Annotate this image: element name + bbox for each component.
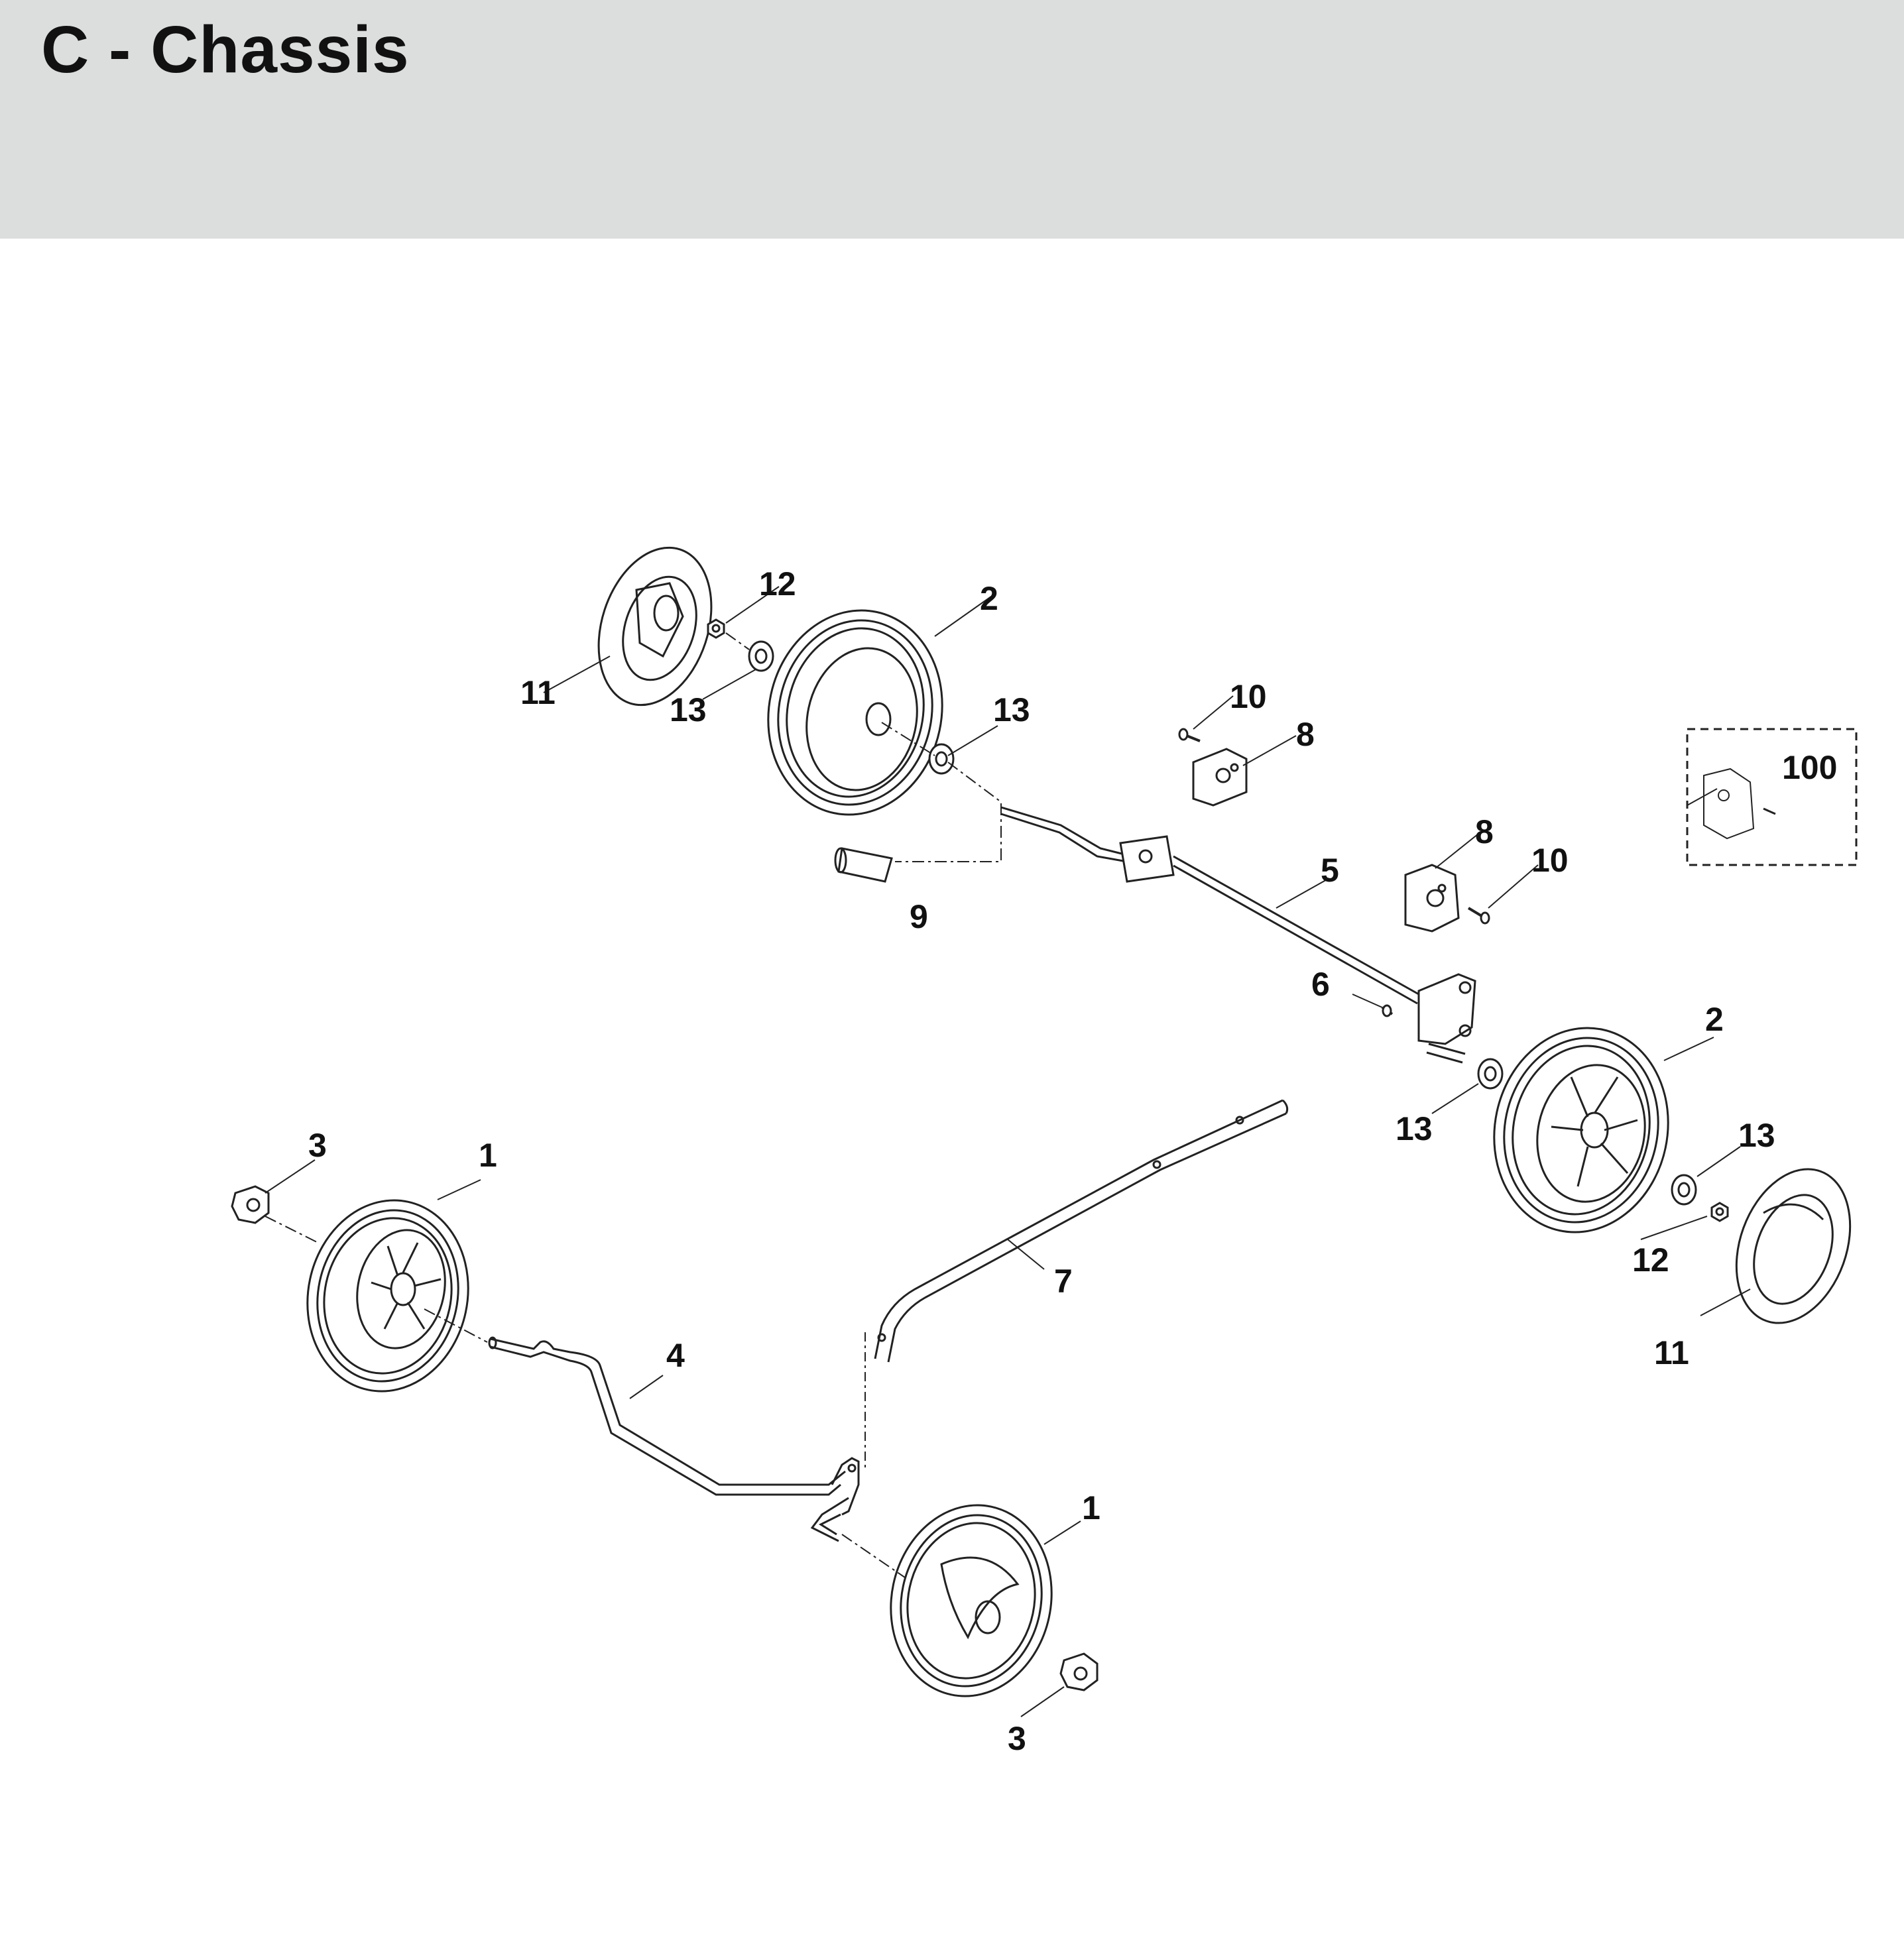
- rear-wheel-part-2-top: [767, 609, 943, 816]
- callout-11-right: 11: [1654, 1334, 1689, 1371]
- callout-13-mid: 13: [1396, 1110, 1433, 1147]
- rear-wheel-part-2-right: [1493, 1027, 1669, 1233]
- callout-10-upper: 10: [1230, 678, 1267, 715]
- screw-part-10-lower: [1467, 907, 1490, 925]
- callout-9: 9: [910, 898, 928, 935]
- callout-3-left: 3: [308, 1127, 327, 1164]
- bracket-part-8-upper: [1192, 748, 1248, 807]
- bearing-part-13-top-right: [928, 743, 955, 775]
- nut-part-12-top: [707, 618, 725, 639]
- nut-part-12-right: [1710, 1202, 1729, 1222]
- bearing-part-13-top-left: [748, 640, 774, 672]
- callout-2-top: 2: [980, 580, 998, 617]
- callout-3-bottom: 3: [1008, 1720, 1026, 1757]
- callout-11-top: 11: [520, 674, 556, 711]
- callout-2-right: 2: [1705, 1001, 1724, 1038]
- callout-12-right: 12: [1632, 1241, 1669, 1279]
- pin-part-6: [1381, 1004, 1394, 1017]
- callout-100: 100: [1782, 749, 1837, 786]
- front-wheel-part-1-left: [306, 1199, 469, 1393]
- callout-13-top-right: 13: [993, 691, 1030, 728]
- callout-12-top: 12: [759, 565, 796, 602]
- callout-4: 4: [666, 1337, 685, 1374]
- callout-8-lower: 8: [1475, 813, 1494, 850]
- callout-1-bottom: 1: [1082, 1489, 1101, 1526]
- handle-bar-part-7: [874, 1099, 1289, 1363]
- hub-cap-part-11-top: [597, 546, 713, 707]
- callout-8-upper: 8: [1296, 716, 1315, 753]
- front-wheel-part-1-bottom: [890, 1504, 1053, 1697]
- callout-1-left: 1: [479, 1137, 497, 1174]
- diagram-area: 12 2 11 13 13 10 8 100 8 10 5 9 6 2 13 1…: [0, 239, 1904, 1941]
- page-title: C - Chassis: [41, 13, 410, 87]
- bracket-part-8-lower: [1404, 864, 1460, 933]
- wheel-cap-part-3-left: [231, 1185, 270, 1224]
- bearing-part-13-mid: [1477, 1058, 1504, 1090]
- parts-diagram: 12 2 11 13 13 10 8 100 8 10 5 9 6 2 13 1…: [231, 546, 1858, 1757]
- callout-6: 6: [1311, 966, 1330, 1003]
- callout-7: 7: [1054, 1263, 1073, 1300]
- callout-13-right: 13: [1738, 1117, 1775, 1154]
- header-bar: C - Chassis: [0, 0, 1904, 239]
- wheel-cap-part-3-bottom: [1059, 1652, 1099, 1691]
- bearing-part-13-right: [1671, 1174, 1697, 1206]
- detail-box-part-100: [1686, 728, 1858, 866]
- front-axle-part-4: [488, 1336, 860, 1542]
- callout-10-lower: 10: [1531, 842, 1569, 879]
- callout-13-top-left: 13: [670, 691, 707, 728]
- grip-part-9: [834, 847, 893, 883]
- callout-5: 5: [1321, 852, 1339, 889]
- hub-cap-part-11-right: [1735, 1168, 1852, 1324]
- screw-part-10-upper: [1178, 728, 1201, 742]
- height-adjust-axle-part-5: [1000, 806, 1476, 1064]
